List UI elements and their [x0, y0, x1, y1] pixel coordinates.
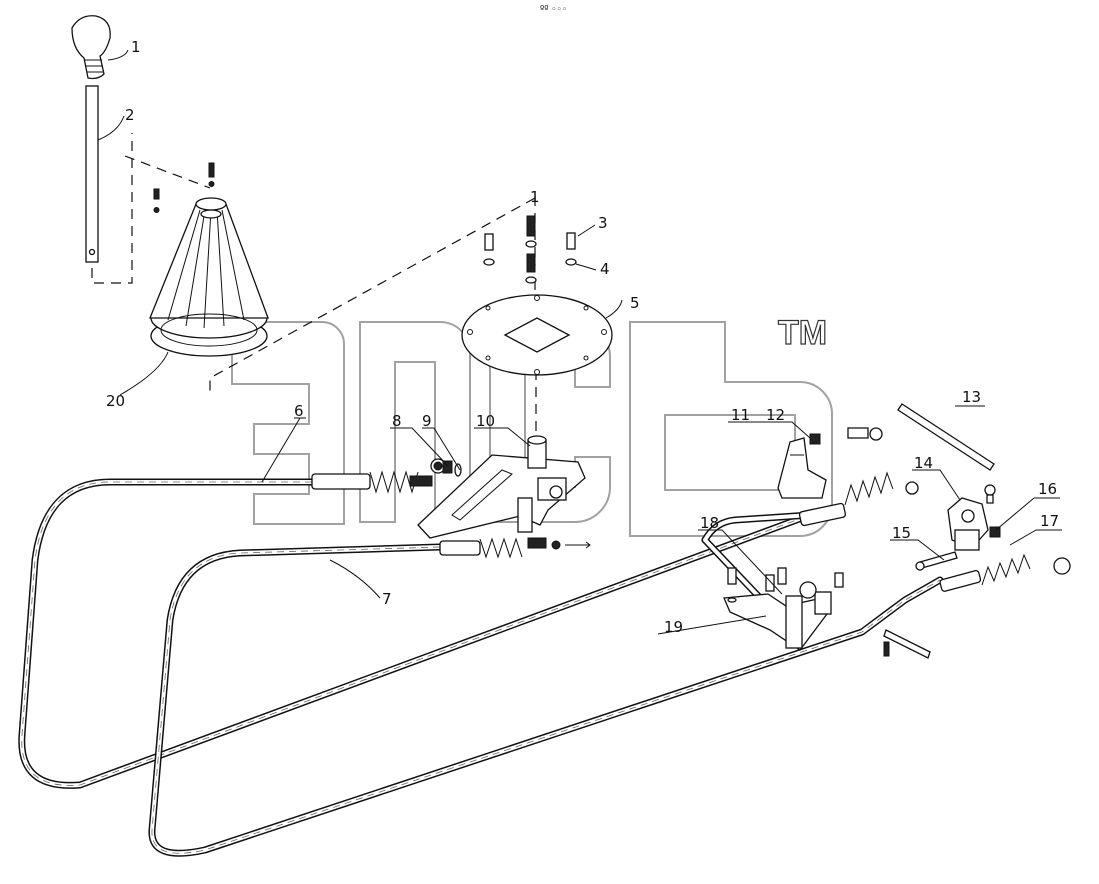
- callout-3: 3: [598, 214, 608, 232]
- callout-8: 8: [392, 412, 402, 430]
- spring-cable-7-front: [439, 537, 547, 559]
- callout-15: 15: [892, 524, 911, 542]
- screw-boot-top: [208, 162, 215, 187]
- callout-11: 11: [731, 406, 750, 424]
- callout-1-secondary: 1: [530, 188, 540, 206]
- nut-part-16: [989, 526, 1001, 538]
- callout-1: 1: [131, 38, 141, 56]
- cable-link-bracket: [701, 511, 814, 644]
- washer-part-9: [454, 463, 462, 477]
- trademark-text: TM: [778, 314, 827, 352]
- callout-2: 2: [125, 106, 135, 124]
- ball-joint-part-17: [984, 484, 996, 504]
- callout-4: 4: [600, 260, 610, 278]
- top-mark: ºº ◦◦◦: [540, 5, 567, 15]
- callout-19: 19: [664, 618, 683, 636]
- callout-6: 6: [294, 402, 304, 420]
- lever-part-14: [947, 497, 989, 551]
- callout-17: 17: [1040, 512, 1059, 530]
- bolt-part-15: [915, 551, 958, 571]
- support-bracket-part-19: [723, 581, 832, 651]
- bolts-part-18: [727, 567, 844, 603]
- callout-10: 10: [476, 412, 495, 430]
- pin-rear: [883, 629, 931, 659]
- cable-7: [148, 543, 944, 857]
- callout-9: 9: [422, 412, 432, 430]
- spring-cable-6-front: [311, 458, 446, 494]
- bracket-part-11: [777, 437, 827, 499]
- callout-20: 20: [106, 392, 125, 410]
- callout-labels: 1 2 3 4 5 6 7 8 9 10 11 12 13 14 15 16 1…: [106, 38, 1059, 636]
- mounting-plate-part-5: [461, 294, 613, 376]
- callout-13: 13: [962, 388, 981, 406]
- shift-boot-part-20: [149, 197, 269, 357]
- bolts-part-3: [483, 215, 577, 284]
- shift-rod-part-2: [85, 85, 99, 263]
- shifter-assembly-part-10: [417, 435, 586, 539]
- callout-12: 12: [766, 406, 785, 424]
- callout-18: 18: [700, 514, 719, 532]
- callout-16: 16: [1038, 480, 1057, 498]
- bolt-part-12: [809, 427, 883, 445]
- rod-part-13: [897, 403, 995, 471]
- callout-7: 7: [382, 590, 392, 608]
- nut-part-8: [442, 460, 453, 474]
- callout-5: 5: [630, 294, 640, 312]
- callout-14: 14: [914, 454, 933, 472]
- cable-6: [18, 478, 814, 789]
- leader-lines: [97, 49, 1062, 635]
- gear-knob-part-1: [71, 15, 111, 80]
- spring-cable-7-rear: [939, 553, 1071, 592]
- cable-7-pin: [551, 540, 591, 550]
- spring-cable-6-rear: [798, 471, 919, 527]
- screw-boot-left: [153, 188, 160, 213]
